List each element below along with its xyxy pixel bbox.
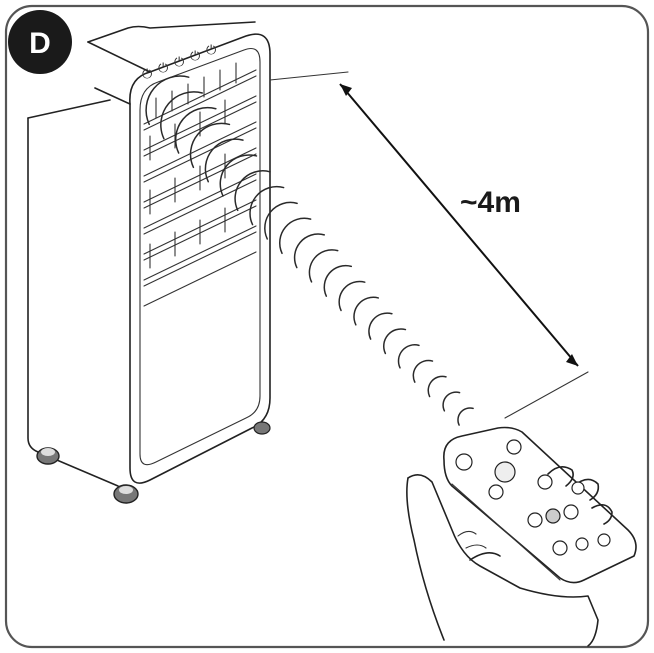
air-cooler-unit-icon: ⏻ ⏻ ⏻ ⏻ ⏻ xyxy=(27,21,271,504)
air-louvers xyxy=(143,62,257,307)
signal-wave-arc xyxy=(427,375,447,398)
signal-wave-arc xyxy=(293,233,326,269)
svg-text:⏻: ⏻ xyxy=(158,61,168,76)
distance-label: ~4m xyxy=(460,186,521,219)
remote-buttons xyxy=(455,439,611,556)
signal-wave-arc xyxy=(442,391,461,412)
signal-wave-arc xyxy=(160,91,204,140)
signal-wave-arc xyxy=(204,138,244,183)
signal-wave-arc xyxy=(308,249,339,283)
signal-wave-arc xyxy=(368,312,393,340)
signal-wave-arc xyxy=(323,264,353,297)
signal-wave-arc xyxy=(249,185,285,226)
signal-wave-arc xyxy=(412,359,434,383)
signal-wave-arc xyxy=(338,280,366,312)
svg-text:⏻: ⏻ xyxy=(206,43,216,58)
signal-wave-arc xyxy=(383,328,407,355)
diagram-frame xyxy=(4,4,650,649)
step-badge: D xyxy=(8,10,72,74)
signal-waves-icon xyxy=(145,75,474,426)
signal-wave-arc xyxy=(353,296,380,326)
double-arrow-icon xyxy=(339,83,579,367)
signal-wave-arc xyxy=(397,344,420,369)
step-badge-letter: D xyxy=(29,27,51,60)
wheels xyxy=(36,421,271,504)
hand-icon xyxy=(406,466,613,647)
signal-wave-arc xyxy=(219,154,258,197)
distance-indicator: ~4m xyxy=(269,71,589,419)
signal-wave-arc xyxy=(264,201,298,240)
signal-wave-arc xyxy=(457,407,474,426)
control-buttons: ⏻ ⏻ ⏻ ⏻ ⏻ xyxy=(142,43,216,82)
svg-text:⏻: ⏻ xyxy=(174,55,184,70)
svg-text:⏻: ⏻ xyxy=(142,67,152,82)
signal-wave-arc xyxy=(174,106,217,154)
signal-wave-arc xyxy=(279,217,312,255)
signal-wave-arc xyxy=(189,122,231,169)
svg-text:⏻: ⏻ xyxy=(190,49,200,64)
signal-wave-arc xyxy=(234,170,271,212)
signal-wave-arc xyxy=(145,75,190,126)
remote-control-icon xyxy=(443,426,637,584)
